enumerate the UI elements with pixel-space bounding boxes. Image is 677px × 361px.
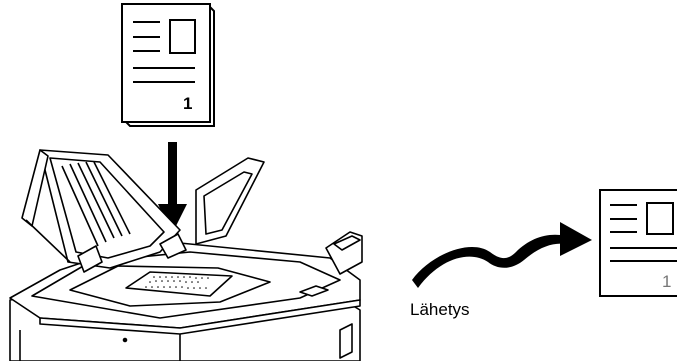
original-document-image-box bbox=[170, 20, 195, 53]
curved-arrow-right-icon bbox=[412, 222, 592, 288]
received-document: 1 bbox=[600, 190, 677, 296]
received-document-page-number: 1 bbox=[662, 272, 671, 291]
original-document: 1 bbox=[122, 4, 214, 126]
machine-front-screw bbox=[124, 339, 127, 342]
transmission-label: Lähetys bbox=[410, 300, 470, 319]
original-document-page-number: 1 bbox=[183, 94, 192, 113]
received-document-image-box bbox=[647, 203, 673, 234]
scanner-machine bbox=[10, 150, 362, 361]
